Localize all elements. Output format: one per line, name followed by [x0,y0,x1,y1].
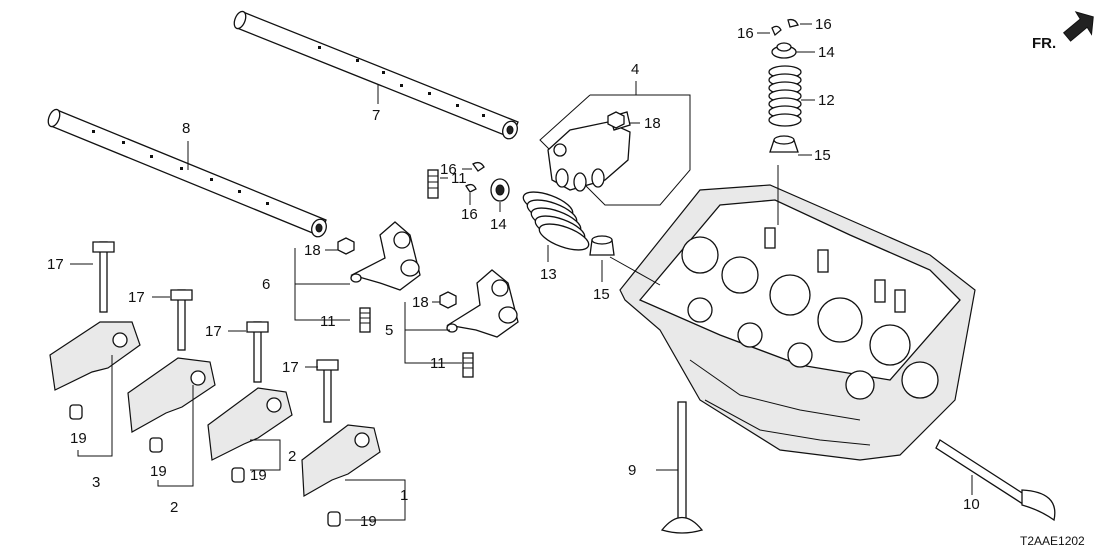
callout-19: 19 [360,513,377,530]
callout-17: 17 [128,289,145,306]
callout-15: 15 [814,147,831,164]
diagram-code: T2AAE1202 [1020,534,1085,548]
callout-17: 17 [205,323,222,340]
callout-14: 14 [490,216,507,233]
rocker-shaft-7 [233,10,519,140]
callout-18: 18 [304,242,321,259]
callout-17: 17 [282,359,299,376]
leader-line [609,256,661,286]
valve-stem-seal-15 [589,135,799,256]
callout-1: 1 [400,487,408,504]
valve-cotter-16 [465,18,799,193]
callout-19: 19 [250,467,267,484]
rocker-arm-assembly-6 [350,221,421,291]
valve-10 [935,439,1056,522]
valve-spring-13 [522,191,590,251]
callout-18: 18 [644,115,661,132]
valve-spring-12 [768,65,802,127]
spring-retainer-14 [490,42,797,202]
callout-2: 2 [288,448,296,465]
callout-11: 11 [430,355,446,372]
lock-nut-18 [337,111,625,309]
callout-11: 11 [320,313,336,330]
front-indicator-label: FR. [1032,35,1056,52]
callout-18: 18 [412,294,429,311]
leader-lines [70,23,973,521]
callout-16: 16 [815,16,832,33]
callout-8: 8 [182,120,190,137]
camshaft-holder-1 [301,359,381,498]
callout-4: 4 [631,61,639,78]
callout-11: 11 [451,170,467,187]
callout-16: 16 [737,25,754,42]
rocker-arm-assembly-4 [539,94,691,206]
callout-14: 14 [818,44,835,61]
rocker-shaft-8 [47,108,327,238]
callout-3: 3 [92,474,100,491]
callout-16: 16 [461,206,478,223]
dowel-pin-19 [69,404,341,527]
callout-17: 17 [47,256,64,273]
cylinder-head [619,184,976,461]
callout-15: 15 [593,286,610,303]
front-direction-arrow: FR. [1032,11,1094,52]
callout-10: 10 [963,496,980,513]
callout-13: 13 [540,266,557,283]
camshaft-holder-3 [49,241,141,391]
callout-6: 6 [262,276,270,293]
rocker-arm-assembly-5 [446,269,519,338]
camshaft-holder-2b [207,321,293,461]
callout-5: 5 [385,322,393,339]
callout-7: 7 [372,107,380,124]
callout-2: 2 [170,499,178,516]
callout-9: 9 [628,462,636,479]
callout-19: 19 [70,430,87,447]
callout-16: 16 [440,161,457,178]
callout-19: 19 [150,463,167,480]
camshaft-holder-2a [127,289,216,433]
callout-12: 12 [818,92,835,109]
valve-9 [660,401,704,534]
adjusting-screw-11 [359,169,474,378]
